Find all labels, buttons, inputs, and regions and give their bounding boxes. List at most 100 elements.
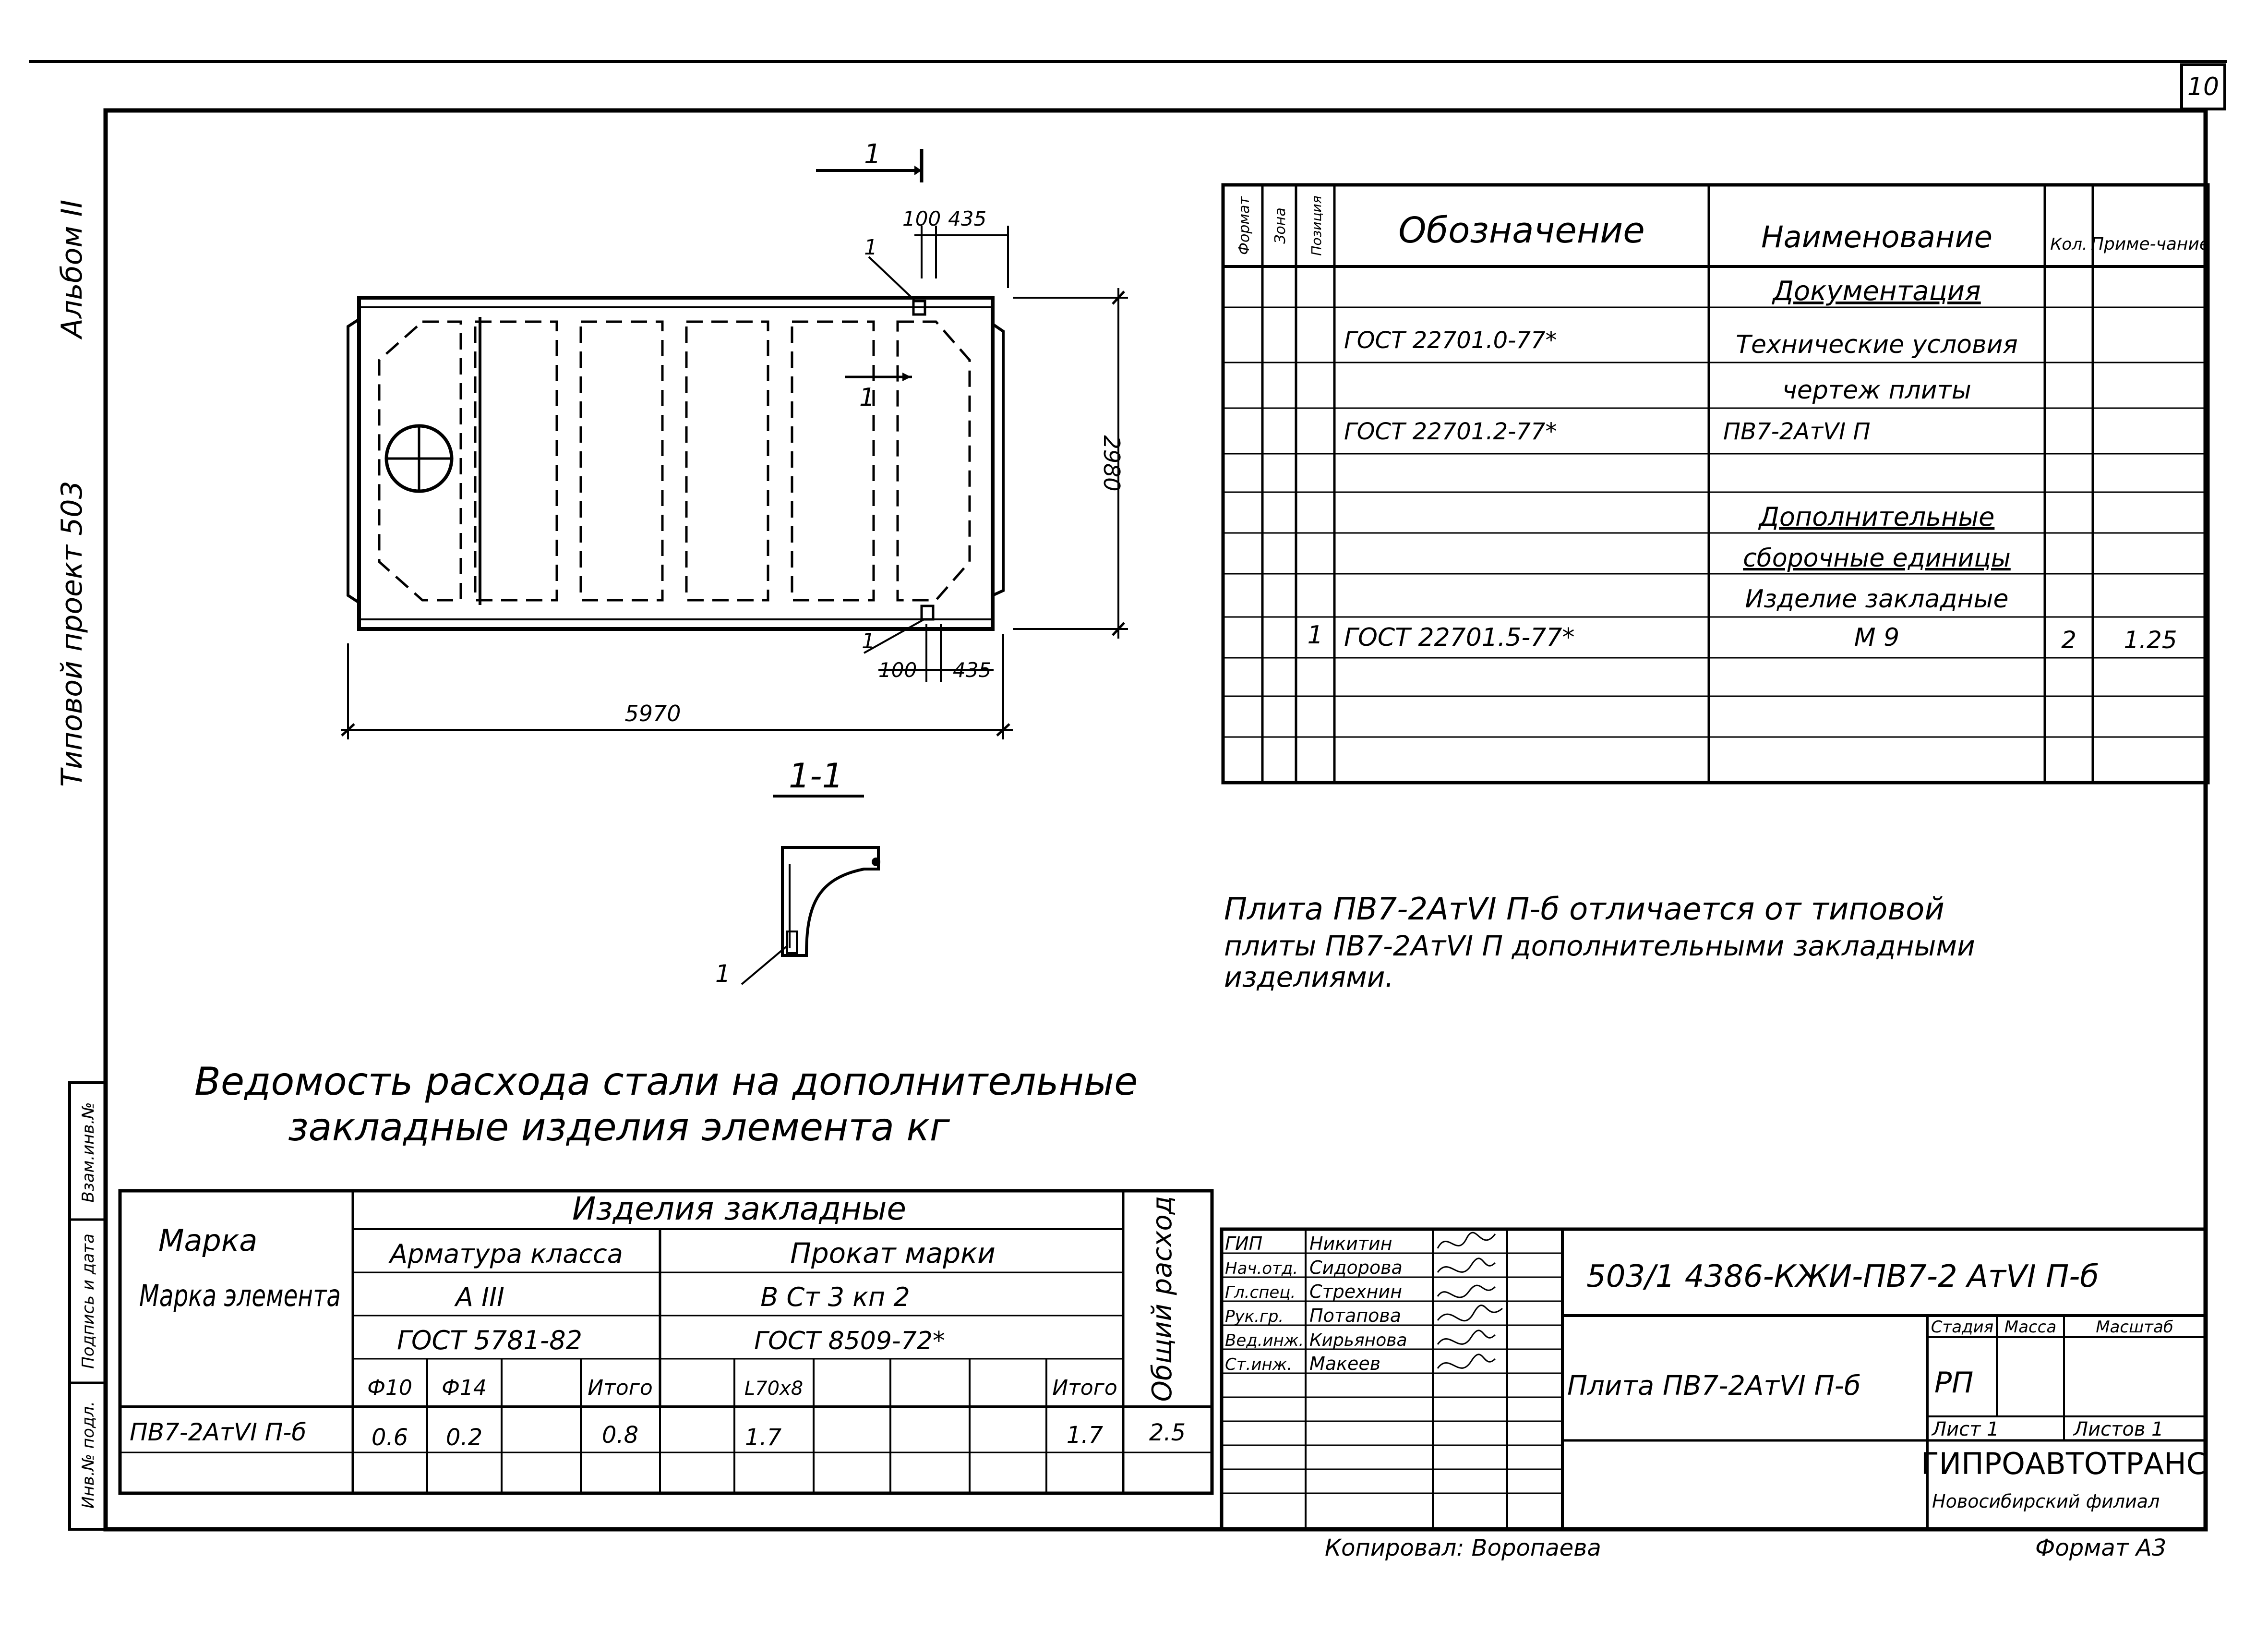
- steel-table: Марка Марка элемента Изделия закладные А…: [118, 1189, 1214, 1495]
- title-block: ГИП Никитин Нач.отд. Сидорова Гл.спец. С…: [1220, 1227, 2208, 1531]
- spec-h-zone: Зона: [1272, 207, 1289, 244]
- note-line-2: плиты ПВ7-2АтVI П дополнительными заклад…: [1224, 930, 1975, 962]
- dim-435-bot: 435: [953, 658, 991, 682]
- spec-r1-name: Технические условия: [1736, 330, 2018, 359]
- steel-col-9: Итого: [1052, 1376, 1117, 1400]
- side-stamp-1: Взам.инв.№: [79, 1102, 98, 1202]
- steel-rebar-gost: ГОСТ 5781-82: [397, 1325, 582, 1355]
- steel-h-rolled: Прокат марки: [790, 1237, 996, 1269]
- spec-h-note: Приме-чание: [2091, 234, 2210, 254]
- tb-role-1: Нач.отд.: [1225, 1259, 1298, 1278]
- leader-section: 1: [715, 960, 731, 988]
- steel-h-mark: Марка элемента: [139, 1278, 341, 1313]
- tb-role-0: ГИП: [1225, 1233, 1262, 1254]
- section-mark-1: 1: [864, 139, 881, 170]
- spec-r6-name: сборочные единицы: [1743, 544, 2011, 573]
- tb-stage-h: Стадия: [1931, 1318, 1993, 1337]
- tb-sheet: Лист 1: [1931, 1418, 1999, 1440]
- spec-r3-name: ПВ7-2АтVI П: [1723, 418, 1871, 445]
- spec-r8-pos: 1: [1307, 621, 1323, 650]
- spec-r8-note: 1.25: [2124, 626, 2177, 654]
- steel-h-mark-1: Марка: [158, 1223, 257, 1258]
- note-line-1: Плита ПВ7-2АтVI П-б отличается от типово…: [1224, 892, 1944, 927]
- spec-r8-name: М 9: [1854, 623, 1899, 652]
- side-stamp-2: Подпись и дата: [79, 1233, 98, 1369]
- main-frame: [103, 108, 2208, 1532]
- spec-r7-name: Изделие закладные: [1745, 585, 2008, 614]
- section-mark-2: 1: [859, 383, 875, 412]
- spec-h-name: Наименование: [1761, 219, 1992, 254]
- spec-r1-designation: ГОСТ 22701.0-77*: [1344, 327, 1557, 354]
- tb-sheets: Листов 1: [2073, 1418, 2164, 1440]
- spec-h-format: Формат: [1236, 196, 1253, 255]
- note-line-3: изделиями.: [1224, 961, 1394, 993]
- steel-total: 2.5: [1149, 1419, 1186, 1446]
- signatures: [1437, 1232, 1503, 1369]
- format-label: Формат А3: [2035, 1535, 2166, 1561]
- copied-by: Копировал: Воропаева: [1325, 1535, 1601, 1561]
- side-stamp-3: Инв.№ подл.: [79, 1401, 98, 1509]
- steel-col-4: Итого: [588, 1376, 653, 1400]
- spec-h-position: Позиция: [1308, 195, 1324, 255]
- steel-val-5: 1.7: [745, 1424, 782, 1451]
- plate-drawing: 1 1 100 435: [341, 139, 1128, 988]
- steel-title-1: Ведомость расхода стали на дополнительны…: [194, 1059, 1138, 1104]
- steel-val-9: 1.7: [1067, 1422, 1104, 1449]
- spec-table: Формат Зона Позиция Обозначение Наименов…: [1221, 183, 2210, 785]
- side-project: Типовой проект 503: [55, 481, 89, 786]
- side-stamp: [68, 1081, 107, 1531]
- tb-role-5: Ст.инж.: [1225, 1355, 1292, 1374]
- leader-top: 1: [864, 235, 877, 260]
- tb-mass-h: Масса: [2004, 1318, 2056, 1337]
- dim-435-top: 435: [948, 207, 986, 230]
- steel-title-2: закладные изделия элемента кг: [288, 1105, 950, 1149]
- steel-col-2: Ф14: [442, 1376, 487, 1400]
- tb-code: 503/1 4386-КЖИ-ПВ7-2 АтVI П-б: [1586, 1259, 2099, 1294]
- dim-100-bot: 100: [878, 658, 917, 682]
- page-number: 10: [2187, 73, 2219, 101]
- steel-val-1: 0.6: [372, 1424, 408, 1451]
- tb-branch: Новосибирский филиал: [1932, 1491, 2160, 1512]
- dim-2980: 2980: [1099, 435, 1125, 491]
- section-profile: [781, 846, 880, 957]
- steel-col-1: Ф10: [367, 1376, 412, 1400]
- spec-r3-designation: ГОСТ 22701.2-77*: [1344, 418, 1557, 445]
- tb-scale-h: Масштаб: [2096, 1318, 2173, 1337]
- tb-role-4: Вед.инж.: [1225, 1331, 1304, 1350]
- steel-h-group: Изделия закладные: [572, 1190, 906, 1227]
- tb-role-3: Рук.гр.: [1225, 1307, 1284, 1326]
- plate-note: Плита ПВ7-2АтVI П-б отличается от типово…: [1224, 892, 1975, 993]
- steel-row-mark: ПВ7-2АтVI П-б: [130, 1418, 306, 1446]
- tb-name-1: Сидорова: [1309, 1257, 1403, 1278]
- tb-org: ГИПРОАВТОТРАНС: [1921, 1446, 2207, 1481]
- spec-r5-name: Дополнительные: [1758, 502, 1995, 532]
- tb-name-0: Никитин: [1309, 1233, 1392, 1254]
- steel-h-total: Общий расход: [1147, 1196, 1178, 1402]
- spec-r8-designation: ГОСТ 22701.5-77*: [1344, 623, 1574, 652]
- spec-h-designation: Обозначение: [1398, 210, 1644, 251]
- tb-role-2: Гл.спец.: [1225, 1283, 1296, 1302]
- tb-name-3: Потапова: [1309, 1305, 1401, 1326]
- section-title: 1-1: [789, 756, 843, 796]
- dim-5970: 5970: [624, 701, 681, 726]
- steel-col-5: L70х8: [744, 1378, 803, 1400]
- tb-stage: РП: [1934, 1366, 1973, 1400]
- steel-rebar-class: А III: [454, 1282, 504, 1312]
- tb-name-2: Стрехнин: [1309, 1281, 1402, 1302]
- steel-val-4: 0.8: [602, 1422, 638, 1449]
- tb-name-4: Кирьянова: [1309, 1330, 1407, 1350]
- spec-r8-qty: 2: [2061, 626, 2076, 654]
- steel-rolled-grade: В Ст 3 кп 2: [760, 1282, 910, 1312]
- spec-h-qty: Кол.: [2050, 235, 2087, 254]
- spec-r2-name: чертеж плиты: [1782, 376, 1971, 405]
- steel-val-2: 0.2: [446, 1424, 482, 1451]
- steel-rolled-gost: ГОСТ 8509-72*: [754, 1327, 945, 1355]
- side-album: Альбом II: [55, 200, 89, 340]
- tb-name-5: Макеев: [1309, 1353, 1380, 1374]
- spec-r0-name: Документация: [1771, 276, 1980, 307]
- steel-h-rebar: Арматура класса: [388, 1239, 623, 1269]
- leader-bot: 1: [862, 629, 875, 653]
- tb-name: Плита ПВ7-2АтVI П-б: [1567, 1370, 1860, 1402]
- dim-100-top: 100: [902, 207, 941, 230]
